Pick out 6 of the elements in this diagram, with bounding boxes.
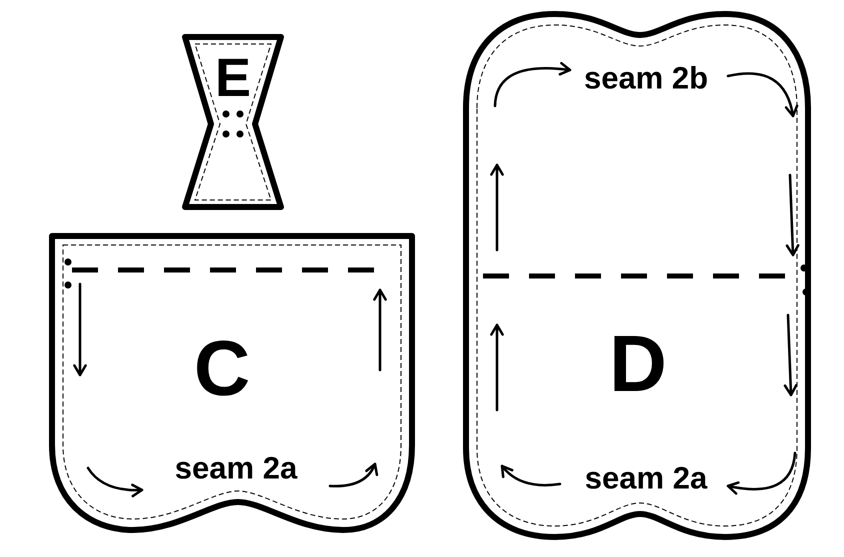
- seam-label: seam 2a: [174, 452, 298, 484]
- piece-letter: E: [214, 51, 252, 105]
- piece-letter: D: [609, 324, 667, 404]
- piece-letter: C: [194, 329, 250, 407]
- seam-label: seam 2b: [584, 62, 708, 94]
- seam-label: seam 2a: [584, 462, 708, 494]
